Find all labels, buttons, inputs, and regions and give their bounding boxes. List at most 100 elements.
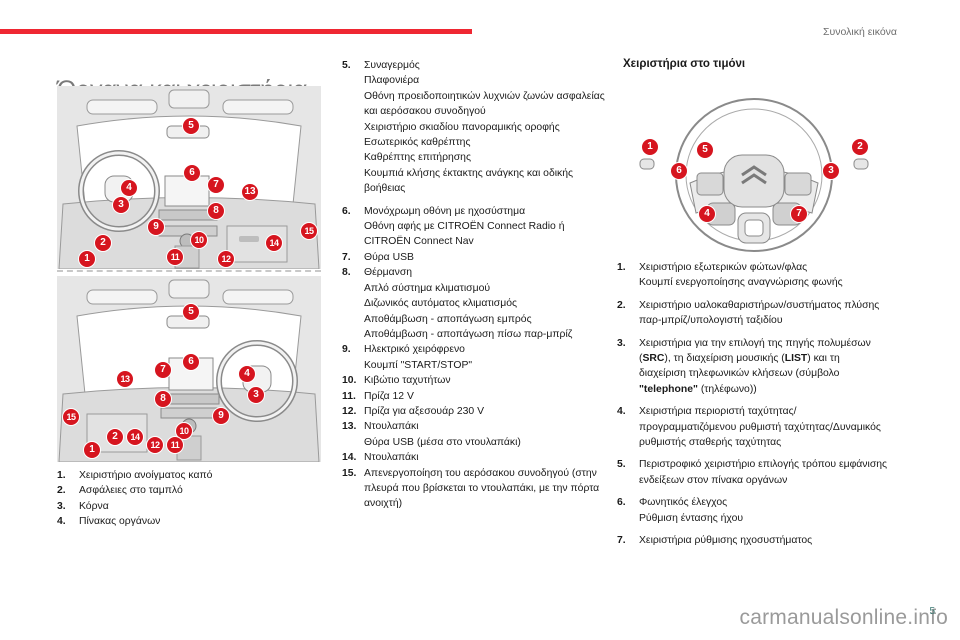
- legend-line: Πρίζα για αξεσουάρ 230 V: [364, 405, 485, 417]
- legend-line: (SRC), τη διαχείριση μουσικής (LIST) και…: [639, 353, 840, 365]
- wheel-callout-3: 3: [822, 162, 840, 180]
- legend-line: Χειριστήριο υαλοκαθαριστήρων/συστήματος …: [639, 299, 880, 311]
- callout-3: 3: [247, 386, 265, 404]
- legend-number: 15.: [342, 467, 357, 479]
- legend-line: Συναγερμός: [364, 60, 420, 71]
- legend-line: Θύρα USB (μέσα στο ντουλαπάκι): [364, 436, 521, 448]
- callout-7: 7: [154, 361, 172, 379]
- legend-line: Φωνητικός έλεγχος: [639, 497, 728, 509]
- legend-line: Θύρα USB: [364, 251, 414, 263]
- legend-number: 14.: [342, 452, 357, 464]
- legend-line: Ηλεκτρικό χειρόφρενο: [364, 344, 465, 356]
- callout-6: 6: [183, 164, 201, 182]
- callout-15: 15: [62, 408, 80, 426]
- legend-number: 8.: [342, 267, 351, 279]
- wheel-section-title: Χειριστήρια στο τιμόνι: [623, 58, 746, 70]
- legend-item: 2.Ασφάλειες στο ταμπλό: [57, 485, 183, 497]
- callout-4: 4: [120, 179, 138, 197]
- callout-5: 5: [182, 117, 200, 135]
- callout-2: 2: [106, 428, 124, 446]
- callout-2: 2: [94, 234, 112, 252]
- legend-line: ενδείξεων στον πίνακα οργάνων: [639, 474, 788, 486]
- wheel-callout-6: 6: [670, 162, 688, 180]
- legend-line: Χειριστήρια ρύθμισης ηχοσυστήματος: [639, 535, 813, 547]
- legend-number: 4.: [617, 406, 626, 418]
- callout-6: 6: [182, 353, 200, 371]
- callout-9: 9: [212, 407, 230, 425]
- legend-line: Ντουλαπάκι: [364, 421, 419, 433]
- legend-item: 1.Χειριστήριο ανοίγματος καπό: [57, 470, 213, 481]
- legend-line: Αποθάμβωση - αποπάγωση εμπρός: [364, 313, 532, 325]
- legend-item: 7. Χειριστήρια ρύθμισης ηχοσυστήματος: [617, 533, 917, 548]
- callout-5: 5: [182, 303, 200, 321]
- legend-item: 4.Χειριστήρια περιοριστή ταχύτητας/προγρ…: [617, 404, 917, 450]
- legend-item: 2. Χειριστήριο υαλοκαθαριστήρων/συστήματο…: [617, 298, 917, 329]
- legend-number: 11.: [342, 390, 356, 402]
- callout-8: 8: [207, 202, 225, 220]
- legend-item: 4.Πίνακας οργάνων: [57, 516, 161, 528]
- legend-line: Κουμπί "START/STOP": [364, 359, 473, 371]
- legend-number: 2.: [617, 299, 626, 311]
- wheel-callout-2: 2: [851, 138, 869, 156]
- steering-wheel-drawing: [639, 98, 869, 252]
- legend-line: CITROËN Connect Nav: [364, 236, 474, 248]
- page-number: 5: [929, 606, 935, 617]
- dashboard-illustration-rhd: 5 6 7 4 13 3 8 9 15 10 2 14 12 11 1: [57, 276, 321, 462]
- callout-13: 13: [241, 183, 259, 201]
- legend-line: Οθόνη προειδοποιητικών λυχνιών ζωνών ασφ…: [364, 90, 605, 102]
- legend-number: 5.: [342, 60, 351, 71]
- callout-8: 8: [154, 390, 172, 408]
- legend-item: 3.Κόρνα: [57, 500, 109, 512]
- section-label: Συνολική εικόνα: [822, 26, 897, 38]
- callout-10: 10: [190, 231, 208, 249]
- legend-line: Χειριστήρια για την επιλογή της πηγής πο…: [639, 337, 871, 349]
- legend-item: 14.Ντουλαπάκι: [342, 450, 612, 465]
- legend-item: 10. Κιβώτιο ταχυτήτων: [342, 373, 612, 388]
- callout-7: 7: [207, 176, 225, 194]
- legend-item: 3. Χειριστήρια για την επιλογή της πηγής …: [617, 336, 917, 398]
- legend-number: 6.: [342, 205, 351, 217]
- legend-line: και αερόσακου συνοδηγού: [364, 106, 486, 118]
- legend-line: ανοιχτή): [364, 498, 403, 510]
- legend-line: Κουμπί ενεργοποίησης αναγνώρισης φωνής: [639, 277, 843, 289]
- legend-line: Κιβώτιο ταχυτήτων: [364, 375, 451, 387]
- chapter-accent-bar: [0, 29, 472, 34]
- legend-item: 12.Πρίζα για αξεσουάρ 230 V: [342, 404, 612, 419]
- legend-line: προγραμματιζόμενου ρυθμιστή ταχύτητας/Δυ…: [639, 421, 881, 433]
- legend-number: 9.: [342, 344, 351, 356]
- legend-line: Εσωτερικός καθρέπτης: [364, 137, 471, 149]
- legend-line: Οθόνη αφής με CITROËN Connect Radio ή: [364, 221, 565, 233]
- callout-14: 14: [126, 428, 144, 446]
- callout-1: 1: [83, 441, 101, 459]
- legend-line: Πρίζα 12 V: [364, 390, 414, 402]
- callout-13: 13: [116, 370, 134, 388]
- dashboard-illustration-lhd: 5 6 7 4 13 3 8 9 10 15 14 2 11 12 1: [57, 86, 321, 269]
- legend-number: 5.: [617, 459, 626, 471]
- callout-12: 12: [217, 250, 235, 268]
- legend-line: "telephone" (τηλέφωνο)): [639, 383, 757, 395]
- legend-number: 7.: [342, 251, 351, 263]
- legend-number: 13.: [342, 421, 357, 433]
- legend-number: 3.: [617, 337, 626, 349]
- legend-number: 1.: [617, 262, 626, 273]
- callout-11: 11: [166, 248, 184, 266]
- steering-wheel-illustration: 1 2 3 4 5 6 7: [632, 95, 877, 257]
- callout-4: 4: [238, 365, 256, 383]
- callout-9: 9: [147, 218, 165, 236]
- callout-11: 11: [166, 436, 184, 454]
- wheel-callout-1: 1: [641, 138, 659, 156]
- legend-line: Περιστροφικό χειριστήριο επιλογής τρόπου…: [639, 459, 888, 471]
- legend-number: 7.: [617, 535, 626, 547]
- legend-line: βοήθειας: [364, 183, 406, 195]
- legend-number: 10.: [342, 375, 357, 387]
- legend-line: Διζωνικός αυτόματος κλιματισμός: [364, 298, 517, 310]
- legend-line: Χειριστήριο σκιαδίου πανοραμικής οροφής: [364, 121, 560, 133]
- callout-12: 12: [146, 436, 164, 454]
